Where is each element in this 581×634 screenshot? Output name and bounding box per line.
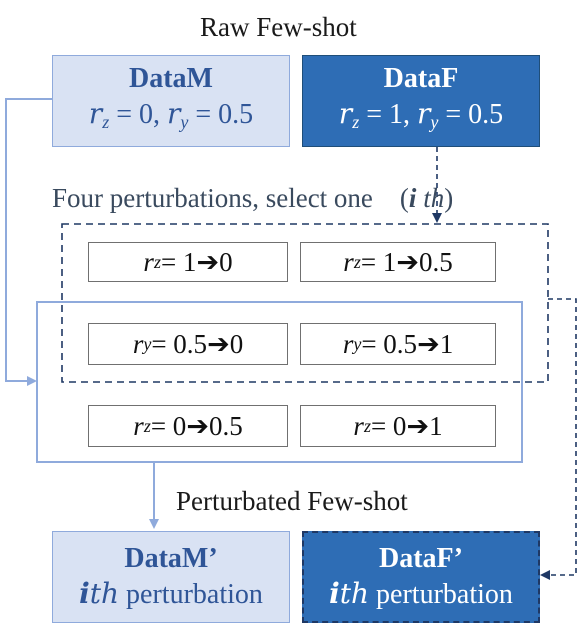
dataf-prime-connector bbox=[540, 298, 577, 580]
dataf-prime-title: DataF’ bbox=[379, 542, 463, 574]
perturbation-caption: Four perturbations, select one (i th) bbox=[52, 183, 454, 213]
dataf-title: DataF bbox=[383, 63, 459, 94]
solid-group-frame bbox=[36, 301, 523, 463]
dataf-box: DataF rz = 1, ry = 0.5 bbox=[302, 55, 540, 147]
dataf-subtitle: rz = 1, ry = 0.5 bbox=[338, 97, 504, 132]
dataf-prime-box: DataF’ ith perturbation bbox=[302, 531, 540, 623]
raw-few-shot-title: Raw Few-shot bbox=[200, 12, 357, 42]
datam-prime-subtitle: ith perturbation bbox=[79, 576, 263, 610]
datam-prime-title: DataM’ bbox=[124, 542, 218, 574]
datam-subtitle: rz = 0, ry = 0.5 bbox=[88, 97, 254, 132]
datam-prime-box: DataM’ ith perturbation bbox=[52, 531, 290, 623]
dashed-group-frame bbox=[61, 223, 549, 383]
datam-box: DataM rz = 0, ry = 0.5 bbox=[52, 55, 290, 147]
dataf-prime-subtitle: ith perturbation bbox=[329, 576, 513, 610]
perturbated-few-shot-title: Perturbated Few-shot bbox=[176, 486, 408, 516]
datam-title: DataM bbox=[129, 63, 213, 94]
datam-connector bbox=[5, 98, 52, 386]
